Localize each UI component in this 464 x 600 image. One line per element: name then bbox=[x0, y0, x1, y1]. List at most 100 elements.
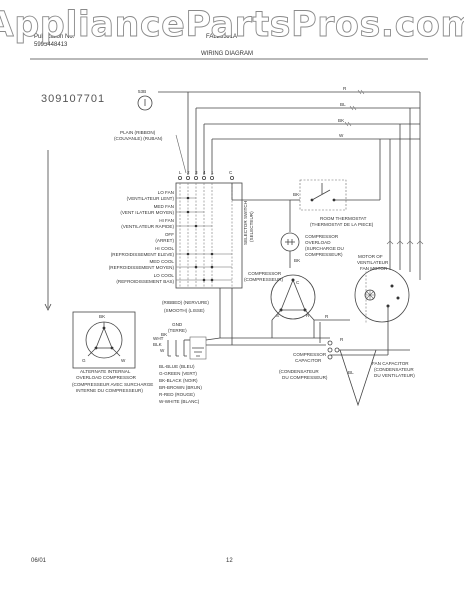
alternate-compressor: BK G W ALTERNATE INTERNAL OVERLOAD COMPR… bbox=[72, 311, 153, 393]
position-lo-cool-fr: (REFROIDISSEMENT BAS) bbox=[116, 279, 174, 284]
position-hi-fan: HI FAN bbox=[159, 218, 174, 223]
watermark: AppliancePartsPros.com bbox=[0, 5, 464, 45]
svg-text:(SELECTEUR): (SELECTEUR) bbox=[249, 211, 254, 242]
color-key-white: W-WHITE (BLANC) bbox=[159, 399, 200, 404]
motor-lead-connectors bbox=[386, 240, 424, 245]
position-med-cool: MED COOL bbox=[149, 259, 174, 264]
cord-gnd-fr: (TERRE) bbox=[168, 328, 187, 333]
alt-comp-bk: BK bbox=[99, 314, 106, 319]
knob-code: 53B bbox=[138, 89, 146, 94]
fan-motor-label-2: VENTILATEUR bbox=[357, 260, 389, 265]
wire-letter-bk-3: BK bbox=[161, 332, 168, 337]
supply-wires bbox=[158, 91, 421, 240]
position-med-fan-fr: (VENT ILATEUR MOYEN) bbox=[120, 210, 174, 215]
terminal-r: R bbox=[306, 313, 310, 318]
comp-capacitor-label-1: COMPRESSOR bbox=[293, 352, 327, 357]
overload-label-2: OVERLOAD bbox=[305, 240, 331, 245]
alt-comp-caption-4: INTERNE DU COMPRESSEUR) bbox=[76, 388, 143, 393]
footer-date: 06/01 bbox=[31, 558, 47, 564]
room-thermostat: ROOM THERMOSTAT (THERMOSTAT DE LA PIECE) bbox=[231, 139, 381, 227]
position-off: OFF bbox=[165, 232, 174, 237]
alt-comp-w: W bbox=[121, 358, 126, 363]
selector-switch: L 2 3 4 1 C bbox=[175, 170, 243, 289]
wire-letter-bk-2: BK bbox=[294, 258, 301, 263]
overload-label-4: COMPRESSEUR) bbox=[305, 252, 343, 257]
wire-letter-bk-1: BK bbox=[293, 192, 300, 197]
comp-capacitor-label-4: DU COMPRESSEUR) bbox=[282, 375, 328, 380]
cord-ribbed: (RIBBED) (NERVURE) bbox=[162, 300, 209, 305]
cord-gnd: GND bbox=[172, 322, 183, 327]
fan-capacitor-label-2: (CONDENSATEUR bbox=[374, 367, 414, 372]
position-lo-fan-fr: (VENTILATEUR LENT) bbox=[127, 196, 175, 201]
cord-wht: WHT bbox=[153, 336, 164, 341]
switch-position-labels: LO FAN (VENTILATEUR LENT) MED FAN (VENT … bbox=[109, 190, 175, 284]
compressor-label: COMPRESSOR bbox=[248, 271, 282, 276]
position-hi-fan-fr: (VENTILATEUR RAPIDE) bbox=[121, 224, 174, 229]
wire-label-blue: BL bbox=[340, 102, 346, 107]
model-code: FAL253J1A bbox=[206, 34, 237, 40]
cord-blk: BLK bbox=[153, 342, 163, 347]
position-off-fr: (ARRET) bbox=[155, 238, 174, 243]
part-number: 309107701 bbox=[41, 93, 105, 105]
thermostat-label: ROOM THERMOSTAT bbox=[320, 216, 367, 221]
switch-col-3: 3 bbox=[195, 170, 198, 175]
color-key-green: G-GREEN (VERT) bbox=[159, 371, 197, 376]
alt-compressor-leader bbox=[44, 150, 52, 311]
alt-comp-caption-1: ALTERNATE INTERNAL bbox=[80, 369, 131, 374]
publication-number: 5995448413 bbox=[34, 42, 68, 48]
position-lo-fan: LO FAN bbox=[158, 190, 174, 195]
alt-comp-g: G bbox=[82, 358, 86, 363]
overload-label-3: (SURCHARGE DU bbox=[305, 246, 344, 251]
terminal-c: C bbox=[296, 280, 300, 285]
diagram-title: WIRING DIAGRAM bbox=[201, 51, 253, 57]
plain-ribbon-label-fr: (COUVANLE) (RUBAN) bbox=[114, 136, 163, 141]
wire-letter-w: W bbox=[160, 348, 165, 353]
overload-label-1: COMPRESSOR bbox=[305, 234, 339, 239]
power-cord: (RIBBED) (NERVURE) (SMOOTH) (LISSE) GND … bbox=[153, 300, 232, 360]
color-key-brown: BR-BROWN (BRUN) bbox=[159, 385, 202, 390]
color-key-black: BK-BLACK (NOIR) bbox=[159, 378, 198, 383]
switch-col-c: C bbox=[229, 170, 233, 175]
knob-symbol bbox=[137, 95, 153, 111]
svg-text:SELECTOR SWITCH: SELECTOR SWITCH bbox=[243, 201, 248, 245]
wire-label-black: BK bbox=[338, 118, 345, 123]
switch-to-capacitor-wires bbox=[219, 288, 326, 346]
position-med-cool-fr: (REFROIDISSEMENT MOYEN) bbox=[109, 265, 175, 270]
switch-col-1: 1 bbox=[211, 170, 214, 175]
fan-capacitor-label-3: DU VENTILATEUR) bbox=[374, 373, 415, 378]
fan-capacitor-label-1: FAN CAPACITOR bbox=[372, 361, 409, 366]
wire-label-white: W bbox=[339, 133, 344, 138]
color-key-blue: BL-BLUE (BLEU) bbox=[159, 364, 195, 369]
fan-capacitor: FAN CAPACITOR (CONDENSATEUR DU VENTILATE… bbox=[339, 349, 415, 407]
compressor-label-fr: (COMPRESSEUR) bbox=[244, 277, 284, 282]
alt-comp-caption-2: OVERLOAD COMPRESSOR bbox=[76, 375, 137, 380]
selector-switch-label: SELECTOR SWITCH (SELECTEUR) bbox=[243, 201, 254, 245]
fan-motor-label-1: MOTOR OF bbox=[358, 254, 383, 259]
position-hi-cool: HI COOL bbox=[155, 246, 174, 251]
comp-capacitor-label-2: CAPACITOR bbox=[295, 358, 322, 363]
color-key: BL-BLUE (BLEU) G-GREEN (VERT) BK-BLACK (… bbox=[159, 364, 202, 404]
alt-comp-caption-3: (COMPRESSEUR AVEC SURCHARGE bbox=[72, 382, 153, 387]
color-key-red: R-RED (ROUGE) bbox=[159, 392, 195, 397]
terminal-s: S bbox=[276, 313, 279, 318]
position-med-fan: MED FAN bbox=[154, 204, 174, 209]
wire-label-red: R bbox=[343, 86, 347, 91]
thermostat-label-fr: (THERMOSTAT DE LA PIECE) bbox=[310, 222, 374, 227]
switch-col-4: 4 bbox=[203, 170, 206, 175]
fan-motor-wires bbox=[330, 240, 421, 356]
compressor-overload: COMPRESSOR OVERLOAD (SURCHARGE DU COMPRE… bbox=[280, 200, 344, 268]
cord-smooth: (SMOOTH) (LISSE) bbox=[164, 308, 205, 313]
compressor-wires bbox=[271, 309, 350, 343]
switch-col-l: L bbox=[179, 170, 182, 175]
comp-capacitor-label-3: (CONDENSATEUR bbox=[279, 369, 319, 374]
switch-col-2: 2 bbox=[187, 170, 190, 175]
fan-motor: MOTOR OF VENTILATEUR FAN MOTOR bbox=[354, 254, 410, 323]
publication-label: Publication No. bbox=[34, 34, 75, 40]
compressor-capacitor: COMPRESSOR CAPACITOR (CONDENSATEUR DU CO… bbox=[279, 340, 340, 380]
wire-letter-r-2: R bbox=[340, 337, 344, 342]
plain-ribbon-label: PLAIN (RIBBON) bbox=[120, 130, 156, 135]
footer-page: 12 bbox=[226, 558, 233, 564]
compressor: C S R COMPRESSOR (COMPRESSEUR) bbox=[244, 271, 316, 320]
